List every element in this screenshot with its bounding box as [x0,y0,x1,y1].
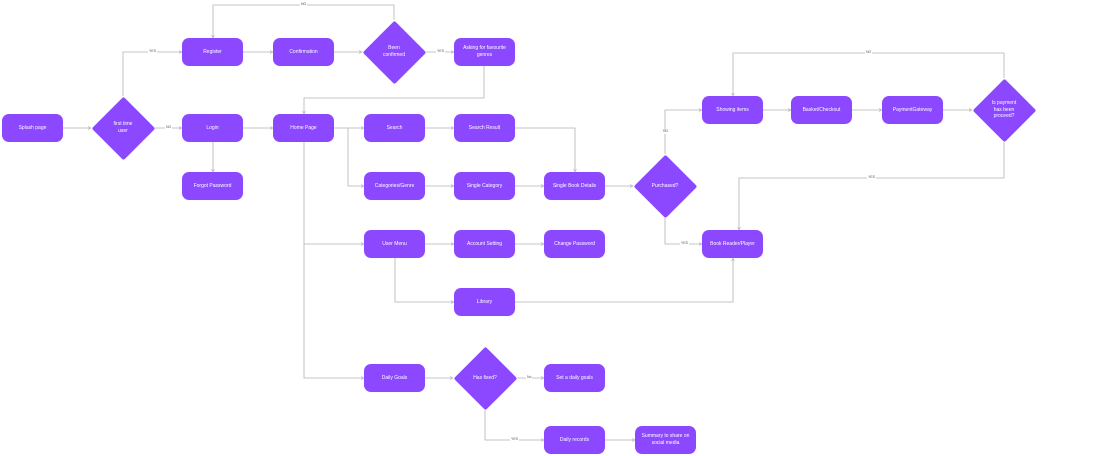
edge-usermenu-library [394,258,454,302]
edge-result-book [515,127,575,172]
node-categories[interactable]: Categories/Genre [364,172,425,200]
edge-label-yes: YES [436,49,446,54]
node-confirmation[interactable]: Confirmation [273,38,334,66]
edge-home-dailygoals [303,244,364,378]
node-account-setting[interactable]: Account Setting [454,230,515,258]
edge-library-reader [515,258,733,303]
edge-label-yes: YES [680,241,690,246]
decision-been-confirmed-label: Been confirmed [383,45,405,58]
node-daily-records[interactable]: Daily records [544,426,605,454]
node-single-book-details[interactable]: Single Book Details [544,172,605,200]
edge-label-no: NO [662,129,670,134]
edge-genres-home [304,66,485,114]
node-forgot-password[interactable]: Forgot Password [182,172,243,200]
edge-label-no: No [526,375,533,380]
edge-purchased-showing [664,110,702,154]
edge-label-yes: YES [510,437,520,442]
node-daily-goals[interactable]: Daily Goals [364,364,425,392]
node-search-result[interactable]: Search Result [454,114,515,142]
node-home-page[interactable]: Home Page [273,114,334,142]
node-showing-items[interactable]: Showing items [702,96,763,124]
edge-label-yes: YES [148,49,158,54]
edge-home-usermenu [303,142,364,244]
edge-firsttime-register [122,52,182,96]
node-login[interactable]: Login [182,114,243,142]
edge-purchased-reader [664,218,702,244]
node-change-password[interactable]: Change Password [544,230,605,258]
node-book-reader[interactable]: Book Reader/Player [702,230,763,258]
node-single-category[interactable]: Single Category [454,172,515,200]
node-basket-checkout[interactable]: Basket/Checkout [791,96,852,124]
node-user-menu[interactable]: User Menu [364,230,425,258]
node-splash-page[interactable]: Splash page [2,114,63,142]
decision-first-time-label: first time user [113,121,133,134]
node-set-daily-goals[interactable]: Set a daily goals [544,364,605,392]
edge-hasfixed-records [484,410,544,440]
decision-payment-processed-label: Is payment has been proceed? [991,99,1017,120]
node-summary-share[interactable]: Summary to share on social media [635,426,696,454]
edge-label-no: NO [165,125,173,130]
edge-processed-reader [739,142,1005,230]
edge-label-yes: YES [867,175,877,180]
node-library[interactable]: Library [454,288,515,316]
edge-processed-showing [733,52,1005,96]
edge-label-no: NO [300,2,308,7]
node-asking-genres[interactable]: Asking for favourite genres [454,38,515,66]
edge-label-no: NO [865,50,873,55]
node-register[interactable]: Register [182,38,243,66]
edge-home-categories [347,128,364,186]
decision-purchased-label: Purchased? [651,182,679,189]
node-search[interactable]: Search [364,114,425,142]
decision-has-fixed-label: Has fixed? [473,374,497,381]
node-payment-gateway[interactable]: PaymentGateway [882,96,943,124]
